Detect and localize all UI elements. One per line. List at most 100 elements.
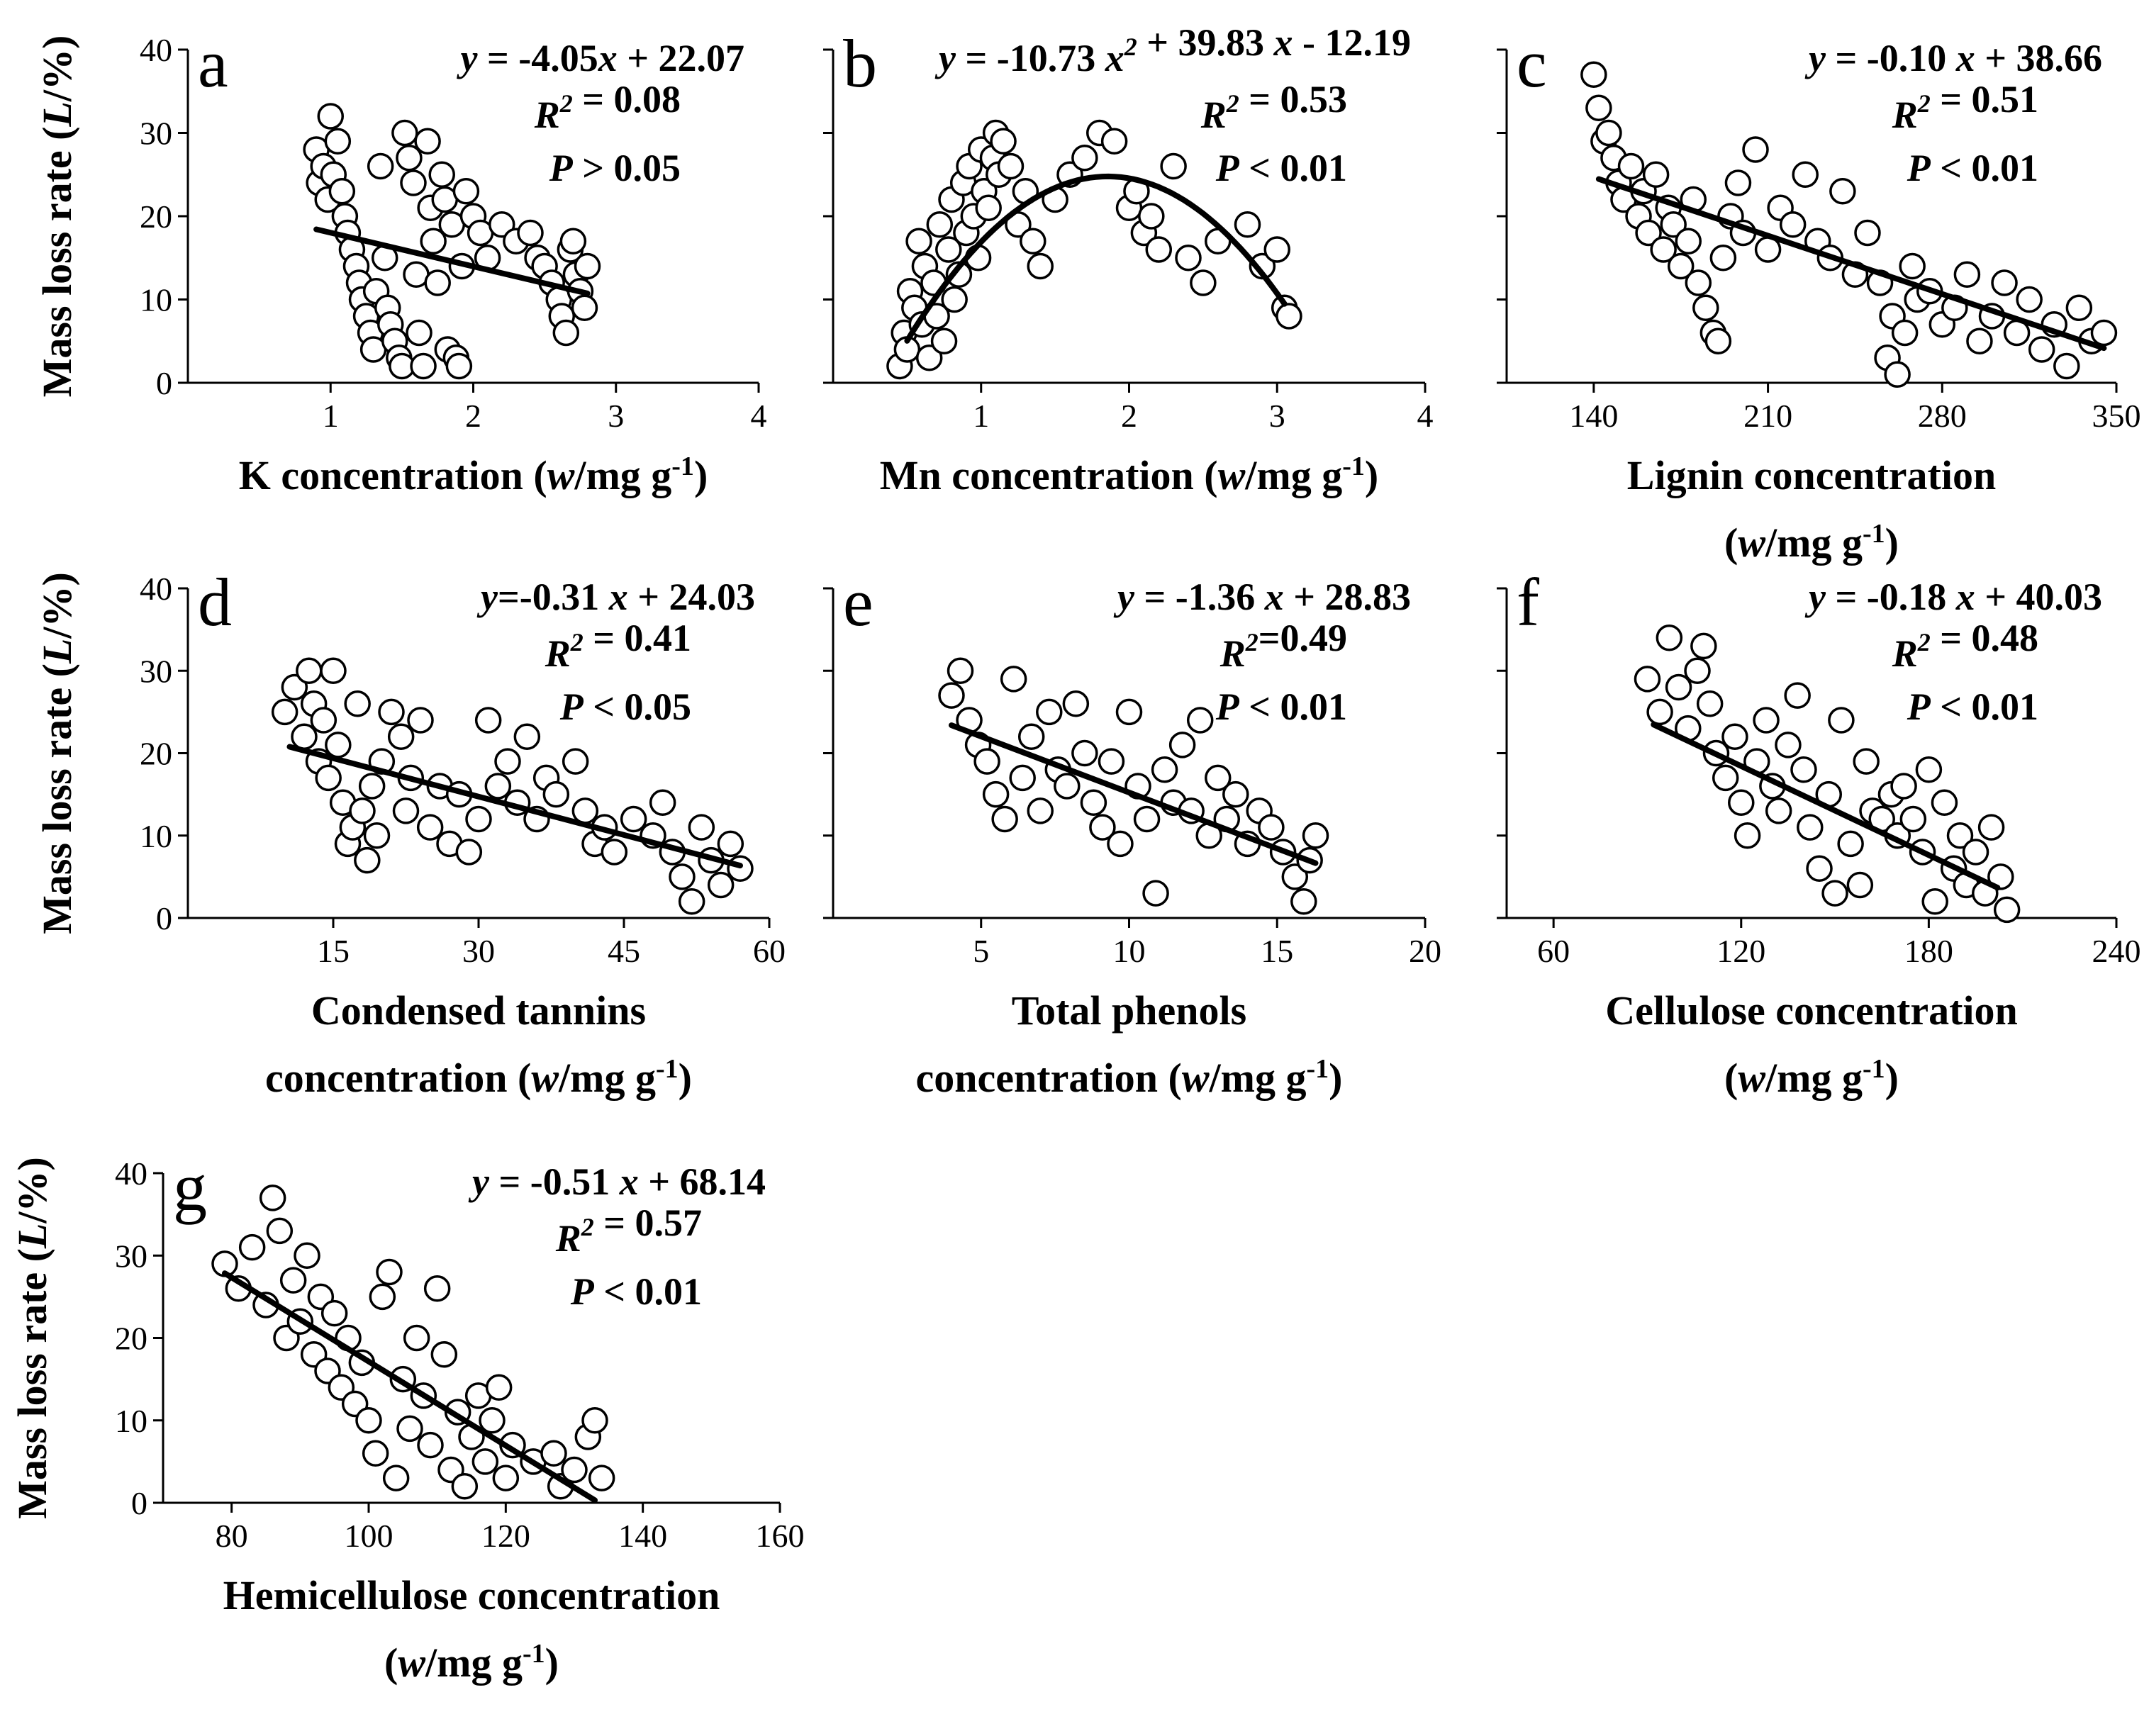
data-point bbox=[1790, 756, 1817, 783]
y-tick-label: 0 bbox=[156, 365, 172, 401]
data-point bbox=[540, 1440, 567, 1467]
x-tick-label: 160 bbox=[756, 1518, 805, 1554]
data-point bbox=[1071, 739, 1098, 767]
data-point bbox=[423, 1275, 451, 1302]
data-point bbox=[926, 211, 954, 238]
data-point bbox=[1690, 632, 1717, 660]
equation-text: + 28.83 bbox=[1284, 576, 1411, 618]
data-point bbox=[1138, 203, 1165, 230]
data-point bbox=[362, 1440, 389, 1467]
x-tick-label: 3 bbox=[608, 398, 624, 434]
data-point bbox=[291, 723, 318, 750]
data-point bbox=[1302, 822, 1329, 849]
data-point bbox=[430, 1341, 458, 1368]
unit-close: ) bbox=[679, 1055, 692, 1101]
y-title-unit: /%) bbox=[34, 35, 80, 102]
data-point bbox=[1899, 805, 1927, 833]
x-tick-label: 350 bbox=[2092, 398, 2141, 434]
data-point bbox=[328, 178, 356, 205]
p-value: P < 0.05 bbox=[559, 685, 691, 728]
unit-close: ) bbox=[1885, 1055, 1899, 1101]
x-axis-title-line: K concentration (w/mg g-1) bbox=[239, 452, 708, 498]
data-point bbox=[407, 707, 434, 734]
p-var: P bbox=[570, 1270, 595, 1313]
panel-letter: b bbox=[843, 26, 877, 101]
p-text: < 0.01 bbox=[1239, 147, 1347, 189]
data-point bbox=[363, 822, 391, 849]
unit-main: /mg g bbox=[1765, 520, 1863, 566]
data-point bbox=[266, 1217, 294, 1245]
data-point bbox=[424, 269, 451, 296]
fit-line bbox=[949, 722, 1319, 866]
r2-text: = 0.48 bbox=[1931, 617, 2038, 659]
equation-text: = -0.18 bbox=[1826, 576, 1956, 618]
data-point bbox=[317, 103, 344, 130]
panel-letter: a bbox=[198, 26, 228, 101]
equation-text: + 24.03 bbox=[628, 576, 755, 618]
data-point bbox=[1931, 789, 1958, 816]
data-point bbox=[717, 830, 744, 858]
y-title-unit: /%) bbox=[34, 572, 80, 639]
x-tick-label: 15 bbox=[317, 933, 350, 969]
x-tick-label: 10 bbox=[1113, 933, 1146, 969]
equation-text: + 68.14 bbox=[639, 1160, 766, 1203]
fit-line bbox=[222, 1270, 598, 1503]
y-title-main: Mass loss rate ( bbox=[34, 127, 80, 398]
data-point bbox=[915, 345, 943, 371]
y-tick-label: 40 bbox=[140, 32, 172, 68]
equation-var: x bbox=[619, 1160, 639, 1203]
data-point bbox=[997, 152, 1025, 180]
r2-text: = 0.53 bbox=[1239, 78, 1347, 121]
unit-superscript: -1 bbox=[523, 1639, 545, 1669]
unit-superscript: -1 bbox=[671, 452, 694, 481]
data-point bbox=[571, 294, 598, 321]
r2-text: = 0.51 bbox=[1931, 78, 2038, 121]
data-point bbox=[1704, 327, 1732, 354]
equation-text: = -1.36 bbox=[1134, 576, 1265, 618]
data-point bbox=[406, 319, 432, 347]
unit-main: /mg g bbox=[1244, 452, 1342, 498]
data-point bbox=[1742, 136, 1769, 163]
data-point bbox=[367, 152, 394, 180]
y-title-variable: L bbox=[34, 101, 80, 127]
y-tick-label: 10 bbox=[140, 282, 172, 318]
unit-superscript: -1 bbox=[656, 1054, 679, 1084]
x-title-text: Cellulose concentration bbox=[1605, 987, 2018, 1034]
r2-var: R bbox=[1219, 632, 1246, 675]
y-tick-label: 0 bbox=[156, 900, 172, 936]
unit-open: ( bbox=[508, 1055, 532, 1101]
r2-var: R bbox=[1200, 94, 1227, 136]
x-axis-title-line: Mn concentration (w/mg g-1) bbox=[880, 452, 1378, 498]
data-point bbox=[1692, 294, 1719, 321]
data-point bbox=[574, 252, 601, 280]
data-point bbox=[1991, 269, 2018, 296]
y-title-main: Mass loss rate ( bbox=[9, 1248, 55, 1519]
data-point bbox=[1635, 219, 1662, 247]
data-point bbox=[414, 128, 441, 155]
fit-line bbox=[286, 744, 743, 869]
data-point bbox=[1899, 252, 1926, 280]
data-point bbox=[310, 707, 337, 734]
data-point bbox=[1753, 707, 1780, 734]
x-tick-label: 210 bbox=[1743, 398, 1792, 434]
data-point bbox=[320, 657, 347, 684]
data-point bbox=[416, 814, 444, 841]
data-point bbox=[296, 657, 323, 684]
data-point bbox=[991, 805, 1018, 833]
data-point bbox=[445, 352, 473, 380]
panel-letter: e bbox=[843, 564, 873, 640]
data-point bbox=[1290, 888, 1317, 915]
x-title-text: concentration bbox=[265, 1055, 508, 1101]
x-title-text: Lignin concentration bbox=[1627, 452, 1996, 498]
regression-equation: y = -4.05x + 22.07 bbox=[456, 37, 744, 79]
x-axis-title-line: Lignin concentration bbox=[1627, 452, 1996, 498]
p-value: P < 0.01 bbox=[1907, 685, 2038, 728]
x-axis-title-line: (w/mg g-1) bbox=[384, 1639, 559, 1686]
data-point bbox=[1646, 698, 1673, 726]
panel-letter: g bbox=[173, 1149, 207, 1225]
data-point bbox=[471, 1448, 499, 1475]
